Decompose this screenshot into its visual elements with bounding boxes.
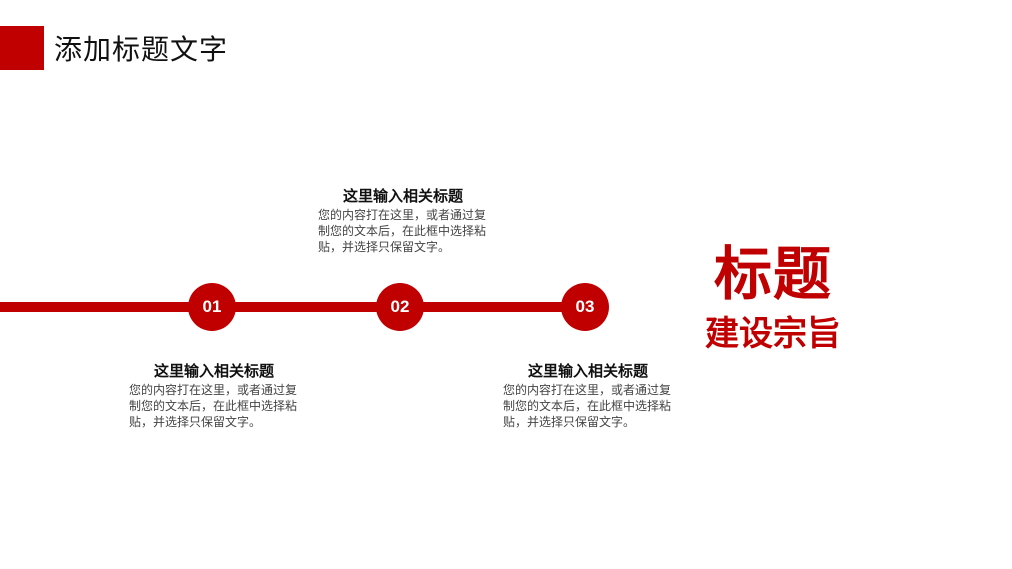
timeline-node-01: 01	[188, 283, 236, 331]
timeline-item-01: 这里输入相关标题 您的内容打在这里，或者通过复制您的文本后，在此框中选择粘贴，并…	[129, 361, 299, 430]
timeline-item-02: 这里输入相关标题 您的内容打在这里，或者通过复制您的文本后，在此框中选择粘贴，并…	[318, 186, 488, 255]
page-title: 添加标题文字	[54, 33, 229, 66]
timeline-line	[0, 302, 590, 312]
title-accent-block	[0, 26, 44, 70]
item-title: 这里输入相关标题	[527, 362, 648, 380]
side-title: 标题	[713, 240, 832, 308]
timeline-item-03: 这里输入相关标题 您的内容打在这里，或者通过复制您的文本后，在此框中选择粘贴，并…	[503, 361, 673, 430]
node-label: 02	[390, 297, 410, 316]
item-body: 您的内容打在这里，或者通过复制您的文本后，在此框中选择粘贴，并选择只保留文字。	[129, 383, 298, 429]
item-title: 这里输入相关标题	[342, 187, 463, 205]
item-title: 这里输入相关标题	[153, 362, 274, 380]
side-subtitle: 建设宗旨	[705, 314, 841, 354]
timeline-node-02: 02	[376, 283, 424, 331]
node-label: 01	[202, 297, 222, 316]
item-body: 您的内容打在这里，或者通过复制您的文本后，在此框中选择粘贴，并选择只保留文字。	[503, 383, 672, 429]
item-body: 您的内容打在这里，或者通过复制您的文本后，在此框中选择粘贴，并选择只保留文字。	[318, 208, 487, 254]
timeline-node-03: 03	[561, 283, 609, 331]
node-label: 03	[575, 297, 595, 316]
